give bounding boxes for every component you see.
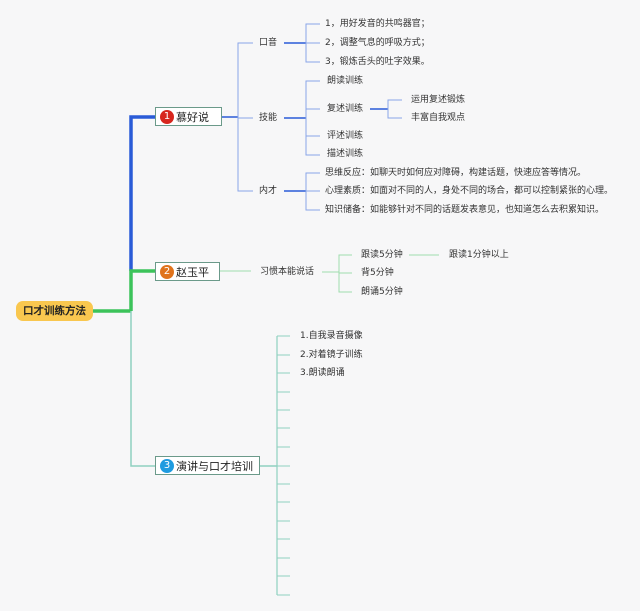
leaf-training-2[interactable]: 2.对着镜子训练: [300, 350, 363, 360]
leaf-jineng-2[interactable]: 复述训练: [327, 104, 364, 114]
leaf-kouyin-3[interactable]: 3，锻炼舌头的吐字效果。: [325, 57, 430, 67]
leaf-bei[interactable]: 背5分钟: [361, 268, 394, 278]
root-topic[interactable]: 口才训练方法: [16, 301, 93, 321]
leaf-neicai-3[interactable]: 知识储备：如能够针对不同的话题发表意见，也知道怎么去积累知识。: [325, 205, 605, 215]
branch-2-connector: [129, 269, 155, 311]
leaf-kouyin-1[interactable]: 1，用好发音的共鸣器官；: [325, 19, 430, 29]
branch-1-bracket: [237, 42, 253, 192]
leaf-gendu[interactable]: 跟读5分钟: [361, 250, 403, 260]
main-topic-2-label: 赵玉平: [176, 266, 209, 279]
leaf-langsong[interactable]: 朗诵5分钟: [361, 287, 403, 297]
jineng-bracket: [305, 80, 320, 156]
subtopic-kouyin[interactable]: 口音: [259, 38, 278, 48]
leaf-training-3[interactable]: 3.朗读朗诵: [300, 368, 345, 378]
main-topic-3-label: 演讲与口才培训: [176, 460, 253, 473]
subtopic-jineng[interactable]: 技能: [259, 113, 278, 123]
leaf-training-1[interactable]: 1.自我录音摄像: [300, 331, 363, 341]
leaf-jineng-1[interactable]: 朗读训练: [327, 76, 364, 86]
leaf-fushu-1[interactable]: 运用复述锻炼: [411, 95, 466, 105]
number-badge-1: 1: [160, 110, 174, 124]
main-topic-1-label: 慕好说: [176, 111, 209, 124]
branch-1-connector: [129, 115, 155, 271]
leaf-kouyin-2[interactable]: 2，调整气息的呼吸方式；: [325, 38, 430, 48]
branch-3-connector: [130, 311, 155, 467]
leaf-gendu-more[interactable]: 跟读1分钟以上: [449, 250, 509, 260]
subtopic-xiguan[interactable]: 习惯本能说话: [260, 267, 315, 277]
number-badge-3: 3: [160, 459, 174, 473]
number-badge-2: 2: [160, 265, 174, 279]
subtopic-neicai[interactable]: 内才: [259, 186, 278, 196]
leaf-fushu-2[interactable]: 丰富自我观点: [411, 113, 466, 123]
leaf-jineng-3[interactable]: 评述训练: [327, 131, 364, 141]
leaf-neicai-1[interactable]: 思维反应：如聊天时如何应对障碍，构建话题，快速应答等情况。: [325, 168, 587, 178]
leaf-jineng-4[interactable]: 描述训练: [327, 149, 364, 159]
leaf-neicai-2[interactable]: 心理素质：如面对不同的人，身处不同的场合，都可以控制紧张的心理。: [325, 186, 614, 196]
fushu-bracket: [387, 99, 402, 119]
